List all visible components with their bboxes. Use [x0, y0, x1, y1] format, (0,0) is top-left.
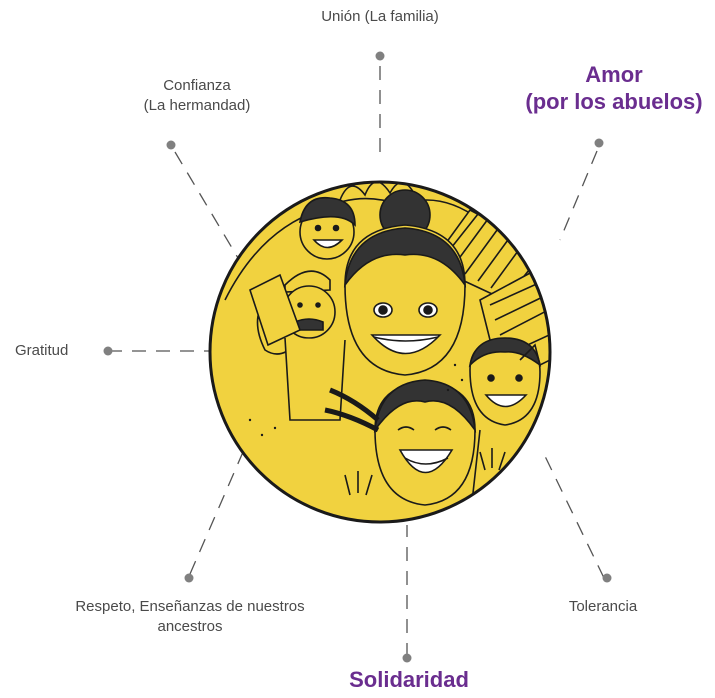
connectors — [108, 66, 605, 657]
connector-dots — [103, 51, 612, 663]
family-smiling-illustration — [208, 180, 552, 524]
label-tolerancia: Tolerancia — [568, 598, 638, 615]
label-respeto: Respeto, Enseñanzas de nuestros ancestro… — [75, 598, 305, 635]
label-confianza: Confianza (La hermandad) — [143, 77, 251, 114]
label-amor: Amor (por los abuelos) — [525, 62, 703, 114]
dot-respeto — [184, 573, 194, 583]
connector-confianza — [174, 151, 239, 259]
label-gratitud: Gratitud — [15, 342, 69, 359]
dot-amor — [594, 138, 604, 148]
dot-union — [375, 51, 385, 61]
dot-tolerancia — [602, 573, 612, 583]
dot-gratitud — [103, 346, 113, 356]
dot-confianza — [166, 140, 176, 150]
dot-solidaridad — [402, 653, 412, 663]
label-solidaridad: Solidaridad — [349, 667, 469, 692]
connector-amor — [559, 150, 598, 241]
label-union: Unión (La familia) — [321, 8, 439, 25]
connector-respeto — [189, 451, 244, 575]
connector-tolerancia — [541, 449, 605, 579]
